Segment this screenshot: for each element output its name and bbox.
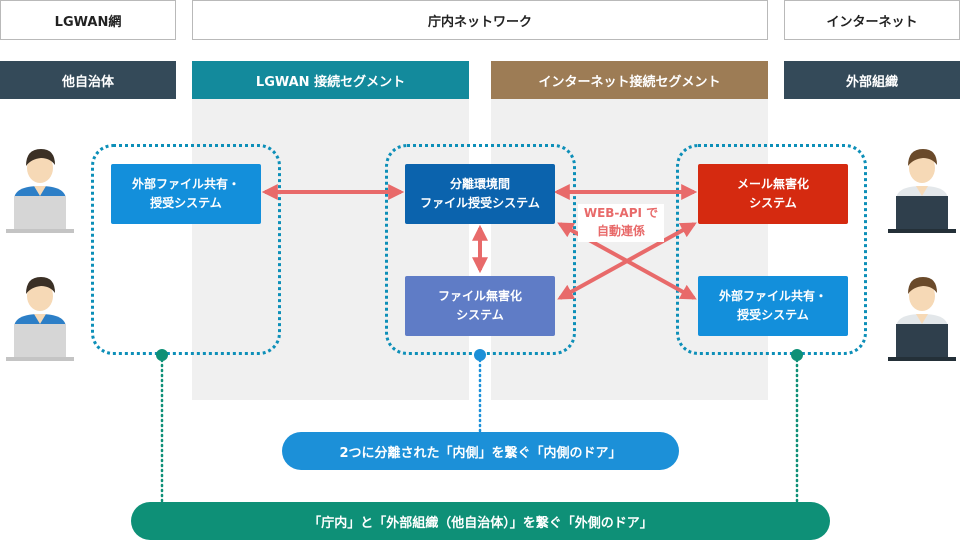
dot-left: [156, 349, 168, 361]
segment-external-org: 外部組織: [784, 61, 960, 99]
header-office-network-label: 庁内ネットワーク: [427, 14, 532, 30]
segment-external-org-label: 外部組織: [845, 74, 898, 90]
box-ext-share-right: 外部ファイル共有・授受システム: [698, 276, 848, 336]
box-ext-share-right-line1: 外部ファイル共有・: [718, 289, 827, 303]
box-ext-share-left-line2: 授受システム: [150, 196, 222, 210]
arrow-cross-2: [557, 222, 697, 300]
person-icon-left-bottom: [6, 277, 74, 361]
lgwan-column-bg: [192, 99, 469, 400]
dot-right: [791, 349, 803, 361]
web-api-label-line2: 自動連係: [596, 224, 645, 238]
header-internet-label: インターネット: [826, 14, 918, 30]
dot-center: [474, 349, 486, 361]
segment-other-gov: 他自治体: [0, 61, 176, 99]
box-file-sanitize-line1: ファイル無害化: [437, 289, 522, 303]
box-file-sanitize: ファイル無害化システム: [405, 276, 555, 336]
box-mail-sanitize: メール無害化システム: [698, 164, 848, 224]
box-separation-transfer: 分離環境間ファイル授受システム: [405, 164, 555, 224]
segment-lgwan: LGWAN 接続セグメント: [192, 61, 469, 99]
outer-door-pill: 「庁内」と「外部組織（他自治体）」を繋ぐ「外側のドア」: [131, 502, 830, 540]
inner-door-pill: 2つに分離された「内側」を繋ぐ「内側のドア」: [282, 432, 679, 470]
web-api-label: WEB-API で 自動連係: [578, 204, 664, 242]
box-mail-sanitize-line2: システム: [749, 196, 797, 210]
header-internet: インターネット: [784, 0, 960, 40]
box-separation-line2: ファイル授受システム: [420, 196, 540, 210]
box-ext-share-left: 外部ファイル共有・授受システム: [111, 164, 261, 224]
inner-door-label: 2つに分離された「内側」を繋ぐ「内側のドア」: [339, 445, 622, 461]
box-separation-line1: 分離環境間: [449, 177, 510, 191]
segment-other-gov-label: 他自治体: [61, 74, 114, 90]
segment-internet: インターネット接続セグメント: [491, 61, 768, 99]
header-lgwan-network: LGWAN網: [0, 0, 176, 40]
header-lgwan-network-label: LGWAN網: [54, 14, 122, 30]
person-icon-right-bottom: [888, 277, 956, 361]
box-ext-share-left-line1: 外部ファイル共有・: [131, 177, 240, 191]
person-icon-left-top: [6, 149, 74, 233]
person-icon-right-top: [888, 149, 956, 233]
web-api-label-line1: WEB-API で: [583, 206, 659, 220]
zone-left: [91, 144, 281, 355]
header-office-network: 庁内ネットワーク: [192, 0, 768, 40]
segment-lgwan-label: LGWAN 接続セグメント: [255, 74, 406, 90]
box-mail-sanitize-line1: メール無害化: [736, 177, 809, 191]
box-ext-share-right-line2: 授受システム: [737, 308, 809, 322]
segment-internet-label: インターネット接続セグメント: [538, 74, 721, 90]
box-file-sanitize-line2: システム: [456, 308, 504, 322]
outer-door-label: 「庁内」と「外部組織（他自治体）」を繋ぐ「外側のドア」: [308, 515, 653, 531]
